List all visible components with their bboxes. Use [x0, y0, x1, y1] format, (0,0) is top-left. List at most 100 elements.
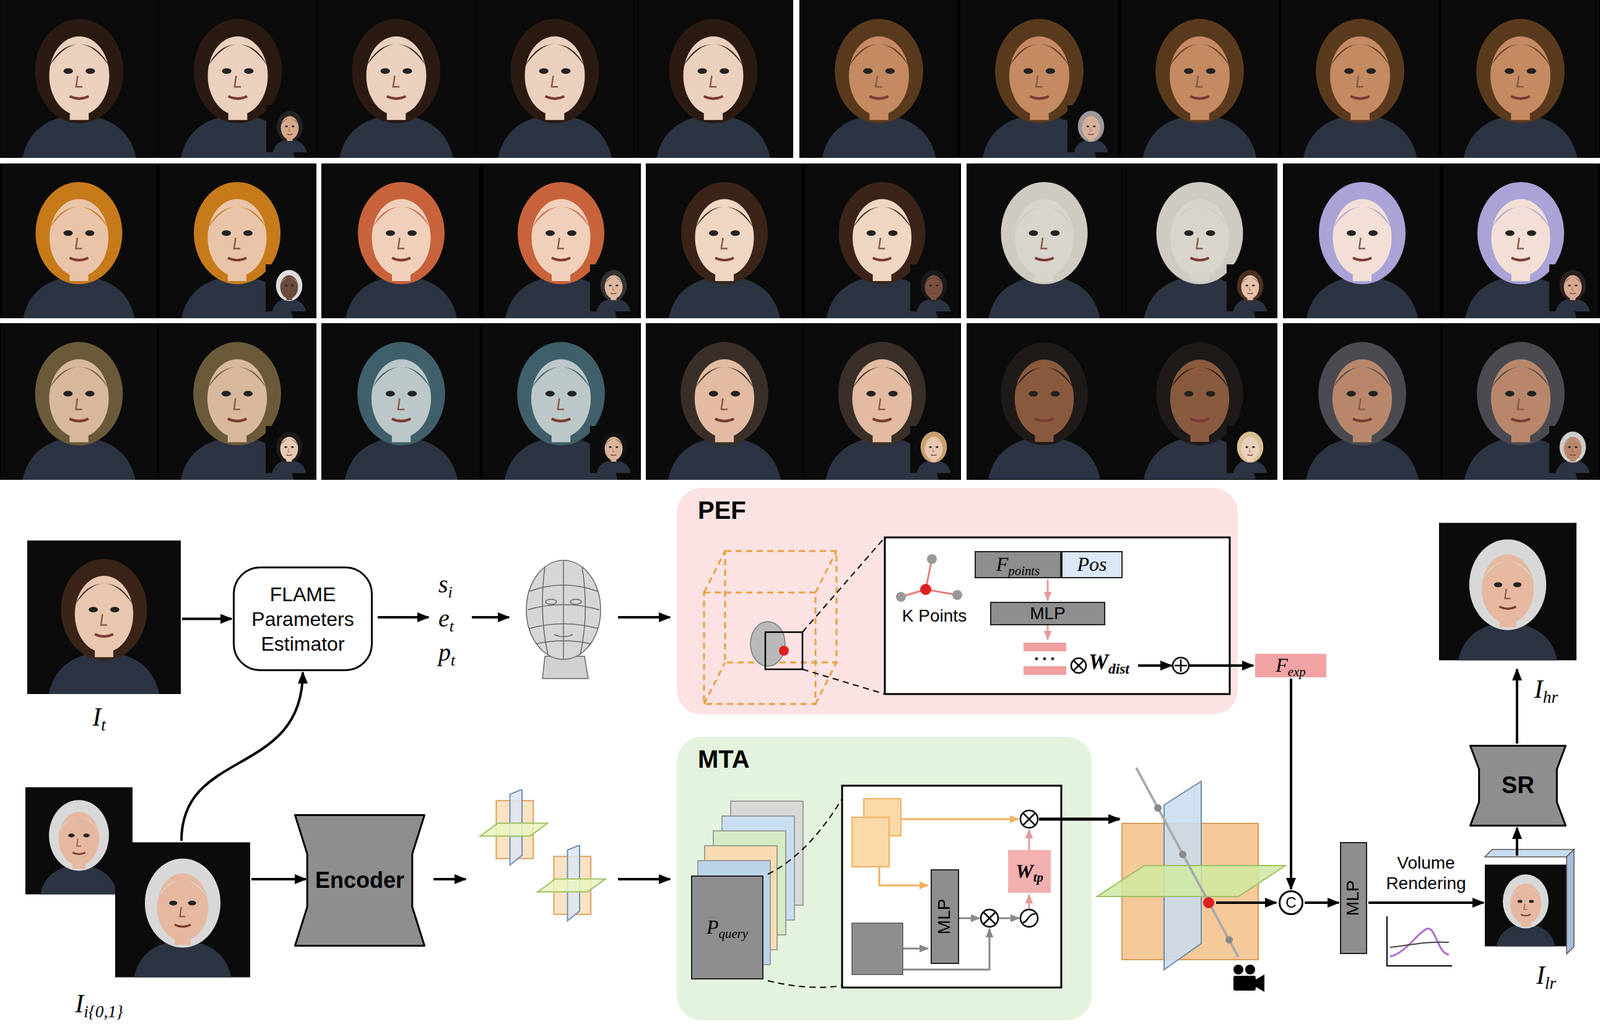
connector [181, 672, 303, 841]
node-text: F [996, 552, 1009, 576]
hourglass-outline [1470, 746, 1566, 827]
connector [1289, 678, 1293, 890]
text-group: Ilr [1536, 960, 1557, 990]
connector [251, 878, 306, 881]
subscript-text: t [450, 651, 456, 670]
text-group: PEF [697, 496, 747, 524]
edge-label: Volume Rendering [1379, 852, 1473, 895]
subscript-text: i [448, 583, 453, 602]
node-text: FLAME Parameters Estimator [251, 583, 354, 656]
arrow [1039, 817, 1120, 822]
sum-symbol [1172, 657, 1189, 674]
node-text: PEF [697, 496, 747, 524]
math-label: Wdist [1088, 650, 1130, 675]
subscript-text: t [100, 715, 106, 735]
node-text: SR [1501, 772, 1535, 799]
pef-detail-box [884, 537, 1230, 695]
node-text: MLP [1343, 880, 1363, 917]
density-plot [1386, 916, 1453, 966]
rounded-box: FLAME Parameters Estimator [232, 566, 373, 672]
text-group: MLP [1344, 880, 1364, 917]
subscript-text: dist [1108, 660, 1130, 677]
process-box: Fexp [1255, 653, 1327, 678]
process-box: Fpoints [974, 551, 1062, 579]
process-box: Pos [1061, 551, 1123, 579]
label-text: p [438, 638, 451, 667]
image-node: Ihr [1439, 515, 1577, 669]
zoom-square [765, 632, 803, 670]
text-group: It [92, 702, 106, 732]
network-block: Encoder [294, 814, 426, 947]
hourglass-outline [295, 815, 425, 947]
node-text: I [1536, 960, 1545, 990]
text-group: Fpoints [996, 553, 1040, 576]
layout-arrows [377, 617, 670, 880]
arrow [1138, 664, 1172, 667]
subscript-text: query [718, 926, 748, 941]
connector [1515, 669, 1519, 744]
node-text: MLP [1029, 603, 1066, 623]
node-text: I [92, 702, 101, 732]
volume-triplane [1097, 767, 1286, 970]
connector [1368, 901, 1484, 905]
pef-arrow [1047, 625, 1049, 640]
image-node: Ilr [1484, 856, 1567, 955]
query-point [778, 645, 789, 656]
text-group: MTA [697, 745, 750, 773]
text-label: K Points [902, 606, 967, 627]
mta-detail-box [842, 785, 1062, 988]
subscript-text: i{0,1} [83, 1002, 124, 1022]
process-box: Pquery [691, 875, 764, 980]
node-text: I [74, 989, 84, 1018]
text-group: Pquery [706, 916, 748, 939]
module-panel: MTA Pquery MLP Wtp [676, 736, 1092, 1021]
node-text: I [1534, 674, 1544, 704]
concat-circle: C [1278, 890, 1304, 916]
node-text: MTA [697, 745, 750, 773]
text-group: SR [1501, 772, 1535, 799]
node-text: Encoder [315, 867, 405, 893]
multiply-symbol [1071, 658, 1087, 674]
arrow [1189, 664, 1254, 667]
label-text: s [438, 570, 449, 599]
connector [182, 617, 232, 621]
network-block: SR [1469, 744, 1567, 827]
mta-panel-ground [676, 736, 1092, 1021]
process-box: MLP [930, 869, 960, 965]
subscript-text: t [449, 617, 454, 636]
subscript-text: hr [1543, 687, 1558, 707]
process-box: Wtp [1008, 850, 1051, 893]
zoom-lines [802, 537, 885, 695]
connector [1304, 901, 1339, 905]
text-group: MLP [935, 899, 955, 935]
label-text: K Points [902, 606, 967, 626]
arrow [1216, 901, 1277, 905]
node-text: P [706, 915, 719, 939]
image-node: Ii{0,1} [115, 842, 251, 978]
label-text: W [1088, 649, 1109, 675]
process-box: MLP [1339, 842, 1368, 955]
node-text: Pos [1077, 552, 1108, 576]
text-group: Ii{0,1} [74, 989, 124, 1018]
node-text: C [1285, 894, 1296, 911]
k-points-symbol [895, 554, 963, 602]
text-group: C [1285, 894, 1296, 911]
process-box: MLP [990, 601, 1106, 626]
connector [1515, 827, 1519, 856]
text-group: FLAME Parameters Estimator [240, 582, 366, 657]
feature-bars [1023, 642, 1067, 675]
text-group: Ihr [1534, 674, 1558, 704]
image-node: It [27, 540, 181, 695]
node-text: F [1275, 653, 1288, 677]
math-label: si [438, 570, 453, 599]
text-group: Pos [1077, 553, 1108, 576]
subscript-text: tp [1033, 869, 1044, 885]
triplanes [479, 789, 605, 921]
node-text: W [1015, 860, 1033, 883]
label-text: e [438, 604, 450, 633]
module-panel: PEF Fpoints PosMLP [676, 487, 1238, 715]
text-group: Encoder [315, 868, 405, 893]
result-gallery [0, 0, 1600, 480]
subscript-text: lr [1544, 973, 1557, 993]
